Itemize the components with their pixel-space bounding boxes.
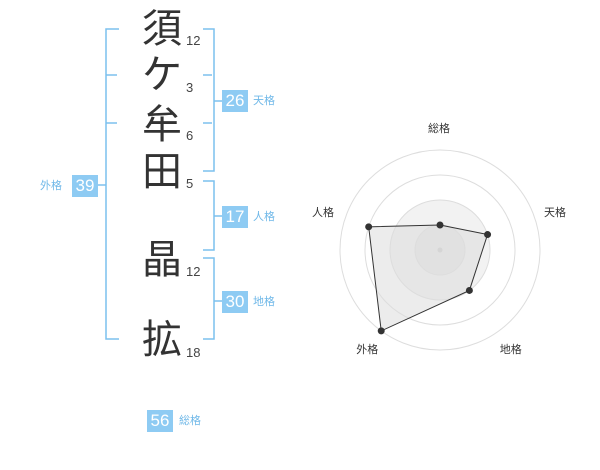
- stroke-count-1: 12: [186, 33, 201, 48]
- stroke-count-5: 12: [186, 264, 201, 279]
- name-char-1: 須: [142, 6, 182, 52]
- tenkaku-value: 26: [222, 90, 248, 112]
- radar-point-1: [436, 221, 444, 229]
- soukaku-label: 総格: [179, 414, 201, 427]
- name-char-4: 田: [142, 149, 182, 195]
- radar-point-4: [377, 327, 385, 335]
- name-char-6: 拡: [142, 317, 182, 363]
- stroke-count-6: 18: [186, 345, 201, 360]
- stroke-count-2: 3: [186, 80, 194, 95]
- gaikaku-value: 39: [72, 175, 98, 197]
- tenkaku-bracket: [203, 28, 215, 172]
- name-char-5: 晶: [142, 237, 182, 283]
- chikaku-bracket: [203, 257, 215, 340]
- radar-axis-label-5: 人格: [311, 206, 334, 220]
- radar-axis-label-4: 外格: [356, 342, 379, 356]
- gaikaku-bracket: [105, 28, 119, 340]
- name-char-2: ケ: [142, 52, 182, 98]
- jinkaku-value: 17: [222, 206, 248, 228]
- radar-axis-label-2: 天格: [544, 206, 567, 220]
- chikaku-value: 30: [222, 291, 248, 313]
- soukaku-value: 56: [147, 410, 173, 432]
- name-char-3: 牟: [142, 102, 182, 148]
- radar-point-5: [365, 223, 373, 231]
- stroke-count-3: 6: [186, 128, 194, 143]
- radar-axis-label-1: 総格: [428, 122, 450, 135]
- radar-point-3: [465, 286, 473, 294]
- gaikaku-label: 外格: [40, 179, 62, 192]
- chikaku-label: 地格: [253, 295, 275, 308]
- tenkaku-label: 天格: [253, 94, 275, 107]
- radar-series-polygon: [368, 224, 489, 332]
- jinkaku-label: 人格: [253, 210, 275, 223]
- radar-axis-label-3: 地格: [499, 342, 522, 356]
- radar-point-2: [484, 231, 492, 239]
- stroke-count-4: 5: [186, 176, 194, 191]
